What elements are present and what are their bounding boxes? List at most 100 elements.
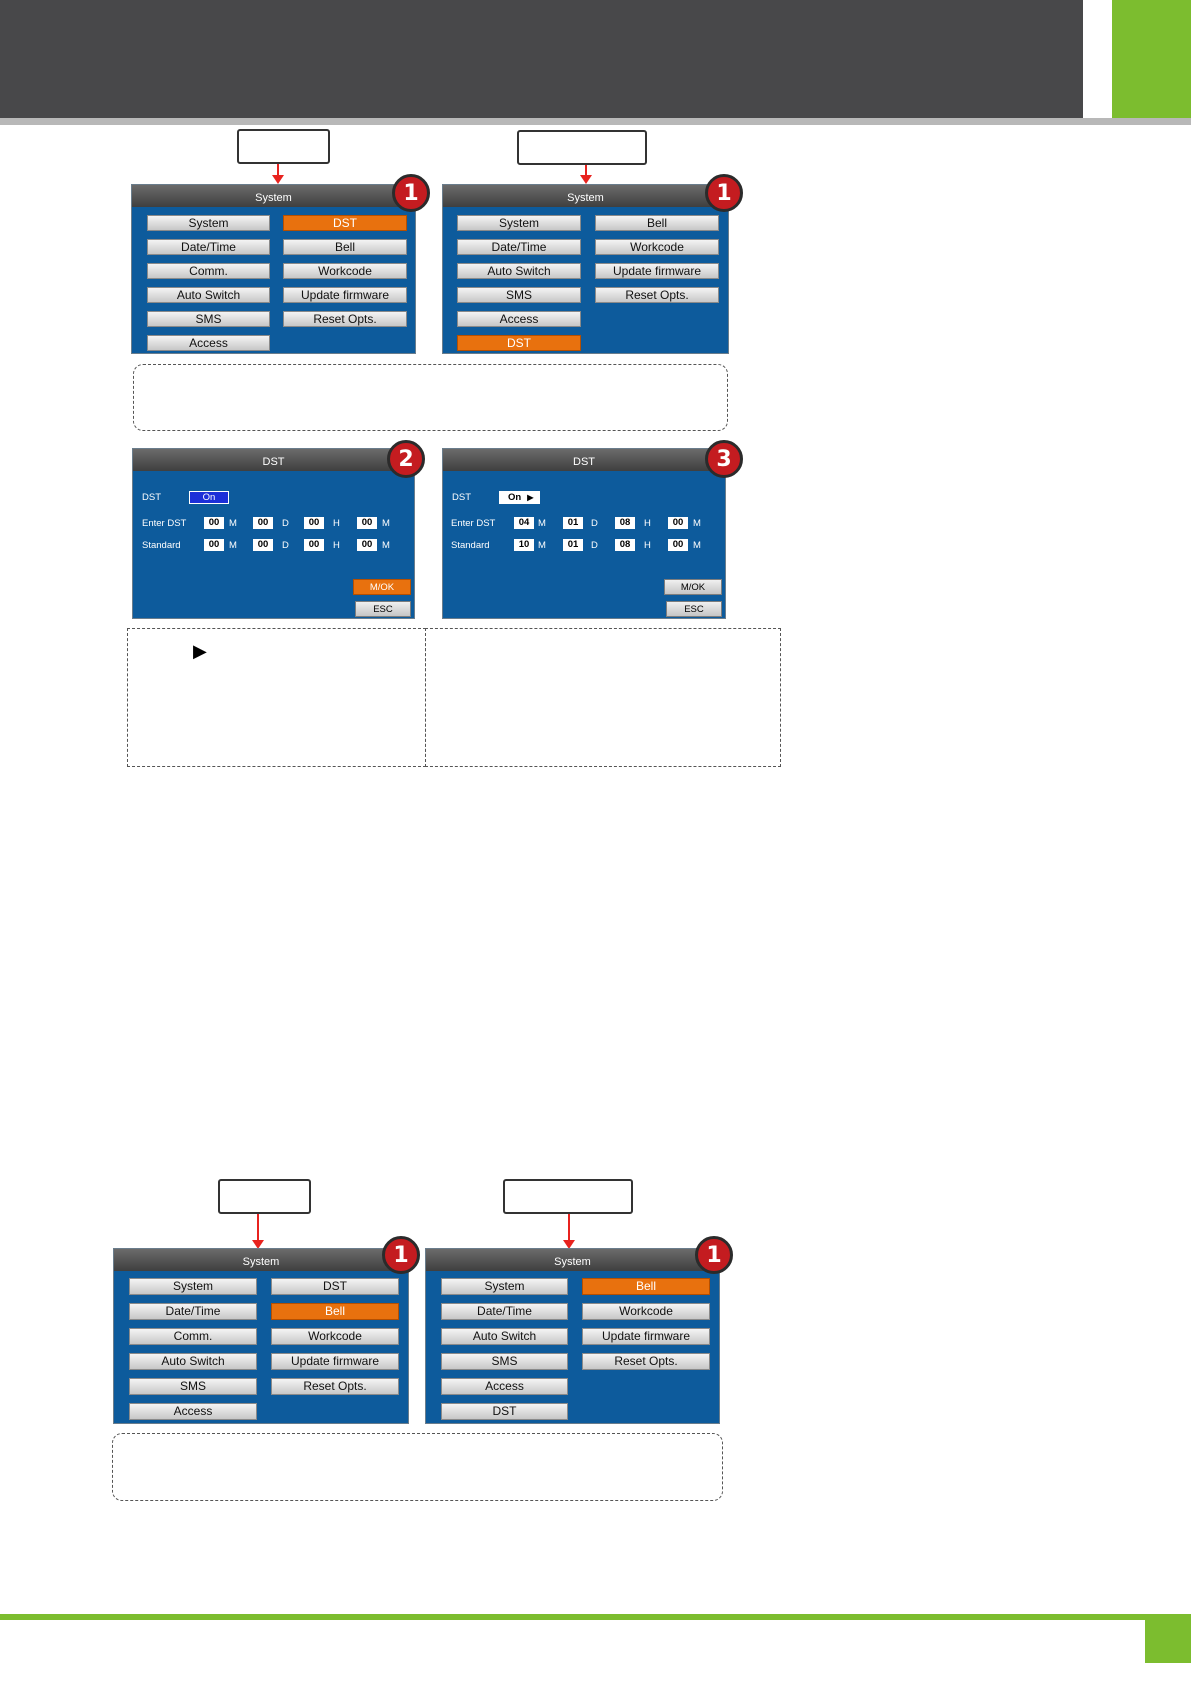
menu-date-time[interactable]: Date/Time xyxy=(441,1303,568,1320)
unit-label: M xyxy=(382,518,390,529)
standard-hour-field[interactable]: 00 xyxy=(304,539,324,551)
play-icon: ▶ xyxy=(193,641,207,661)
enter-minute-field[interactable]: 00 xyxy=(357,517,377,529)
menu-bell[interactable]: Bell xyxy=(271,1303,399,1320)
menu-update-firmware[interactable]: Update firmware xyxy=(283,287,407,303)
key-box-left xyxy=(237,129,330,164)
menu-date-time[interactable]: Date/Time xyxy=(457,239,581,255)
screen-title: DST xyxy=(133,449,414,471)
ok-button[interactable]: M/OK xyxy=(664,579,722,595)
dst-label: DST xyxy=(142,492,161,503)
unit-label: H xyxy=(644,518,651,529)
menu-reset-opts[interactable]: Reset Opts. xyxy=(582,1353,710,1370)
menu-update-firmware[interactable]: Update firmware xyxy=(595,263,719,279)
unit-label: H xyxy=(333,518,340,529)
menu-dst[interactable]: DST xyxy=(441,1403,568,1420)
menu-bell[interactable]: Bell xyxy=(582,1278,710,1295)
system-menu-screen-alt: System System Date/Time Auto Switch SMS … xyxy=(442,184,729,354)
standard-label: Standard xyxy=(142,540,181,551)
enter-hour-field[interactable]: 00 xyxy=(304,517,324,529)
header-rule xyxy=(0,118,1191,125)
menu-comm[interactable]: Comm. xyxy=(129,1328,257,1345)
arrow-head xyxy=(272,175,284,184)
menu-reset-opts[interactable]: Reset Opts. xyxy=(595,287,719,303)
step-badge-1: 1 xyxy=(695,1236,733,1274)
menu-system[interactable]: System xyxy=(457,215,581,231)
standard-minute-field[interactable]: 00 xyxy=(357,539,377,551)
menu-sms[interactable]: SMS xyxy=(441,1353,568,1370)
unit-label: M xyxy=(229,518,237,529)
menu-system[interactable]: System xyxy=(129,1278,257,1295)
menu-update-firmware[interactable]: Update firmware xyxy=(582,1328,710,1345)
footer-rule xyxy=(0,1614,1191,1620)
menu-reset-opts[interactable]: Reset Opts. xyxy=(283,311,407,327)
menu-auto-switch[interactable]: Auto Switch xyxy=(457,263,581,279)
enter-minute-field[interactable]: 00 xyxy=(668,517,688,529)
step-badge-1: 1 xyxy=(705,174,743,212)
menu-access[interactable]: Access xyxy=(129,1403,257,1420)
unit-label: M xyxy=(693,540,701,551)
dst-toggle[interactable]: On▶ xyxy=(499,491,540,504)
menu-reset-opts[interactable]: Reset Opts. xyxy=(271,1378,399,1395)
arrow-line xyxy=(277,164,279,176)
enter-month-field[interactable]: 04 xyxy=(514,517,534,529)
menu-bell[interactable]: Bell xyxy=(595,215,719,231)
dst-toggle[interactable]: On xyxy=(189,491,229,504)
standard-label: Standard xyxy=(451,540,490,551)
standard-hour-field[interactable]: 08 xyxy=(615,539,635,551)
ok-button[interactable]: M/OK xyxy=(353,579,411,595)
esc-button[interactable]: ESC xyxy=(355,601,411,617)
unit-label: M xyxy=(229,540,237,551)
menu-access[interactable]: Access xyxy=(147,335,270,351)
menu-date-time[interactable]: Date/Time xyxy=(129,1303,257,1320)
menu-system[interactable]: System xyxy=(147,215,270,231)
enter-day-field[interactable]: 01 xyxy=(563,517,583,529)
menu-workcode[interactable]: Workcode xyxy=(582,1303,710,1320)
menu-workcode[interactable]: Workcode xyxy=(271,1328,399,1345)
enter-month-field[interactable]: 00 xyxy=(204,517,224,529)
menu-sms[interactable]: SMS xyxy=(457,287,581,303)
menu-workcode[interactable]: Workcode xyxy=(283,263,407,279)
key-box-right xyxy=(517,130,647,165)
standard-month-field[interactable]: 10 xyxy=(514,539,534,551)
unit-label: D xyxy=(282,518,289,529)
menu-auto-switch[interactable]: Auto Switch xyxy=(441,1328,568,1345)
play-icon: ▶ xyxy=(527,493,534,502)
arrow-head xyxy=(252,1240,264,1249)
enter-day-field[interactable]: 00 xyxy=(253,517,273,529)
enter-dst-label: Enter DST xyxy=(451,518,496,529)
menu-auto-switch[interactable]: Auto Switch xyxy=(129,1353,257,1370)
system-menu-screen-bell-alt: System System Date/Time Auto Switch SMS … xyxy=(425,1248,720,1424)
unit-label: M xyxy=(538,518,546,529)
note-box-right xyxy=(425,628,781,767)
unit-label: M xyxy=(382,540,390,551)
standard-month-field[interactable]: 00 xyxy=(204,539,224,551)
header-accent xyxy=(1112,0,1191,118)
standard-minute-field[interactable]: 00 xyxy=(668,539,688,551)
standard-day-field[interactable]: 01 xyxy=(563,539,583,551)
menu-date-time[interactable]: Date/Time xyxy=(147,239,270,255)
enter-hour-field[interactable]: 08 xyxy=(615,517,635,529)
unit-label: D xyxy=(591,518,598,529)
menu-system[interactable]: System xyxy=(441,1278,568,1295)
note-box xyxy=(112,1433,723,1501)
menu-auto-switch[interactable]: Auto Switch xyxy=(147,287,270,303)
footer-page-tab xyxy=(1145,1620,1191,1663)
menu-access[interactable]: Access xyxy=(441,1378,568,1395)
arrow-line xyxy=(568,1214,570,1241)
menu-bell[interactable]: Bell xyxy=(283,239,407,255)
esc-button[interactable]: ESC xyxy=(666,601,722,617)
menu-sms[interactable]: SMS xyxy=(147,311,270,327)
system-menu-screen-dst-selected: System System Date/Time Comm. Auto Switc… xyxy=(131,184,416,354)
menu-dst[interactable]: DST xyxy=(457,335,581,351)
unit-label: D xyxy=(282,540,289,551)
standard-day-field[interactable]: 00 xyxy=(253,539,273,551)
menu-workcode[interactable]: Workcode xyxy=(595,239,719,255)
menu-dst[interactable]: DST xyxy=(271,1278,399,1295)
menu-access[interactable]: Access xyxy=(457,311,581,327)
note-box xyxy=(133,364,728,431)
menu-sms[interactable]: SMS xyxy=(129,1378,257,1395)
menu-comm[interactable]: Comm. xyxy=(147,263,270,279)
menu-update-firmware[interactable]: Update firmware xyxy=(271,1353,399,1370)
menu-dst[interactable]: DST xyxy=(283,215,407,231)
